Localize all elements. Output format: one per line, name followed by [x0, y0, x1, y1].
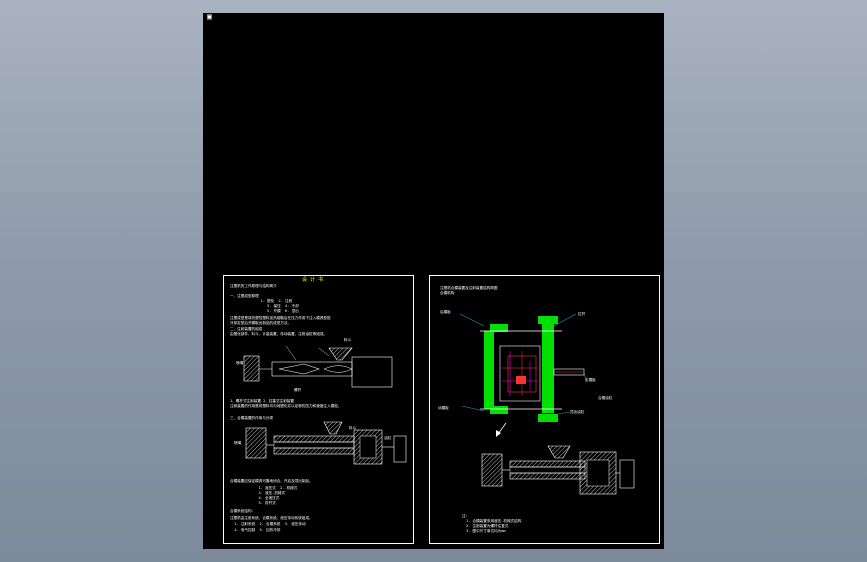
right-drawing-frame: 注塑机合模装置及注射装置结构简图 合模机构 拉杆 动模板 定模板 顶出油缸 后模… [429, 275, 660, 544]
text-line: 注塑机由注射系统、合模系统、液压传动系统组成。 [230, 516, 313, 520]
callout-label: 合模油缸 [598, 396, 613, 400]
text-line: 1、螺杆式注射装置 2、柱塞式注射装置 [230, 399, 294, 403]
text-line: 由塑化部件、料斗、计量装置、传动装置、注射油缸等组成。 [230, 332, 328, 336]
callout-label: 定模板 [585, 378, 596, 382]
callout-label: 动模板 [438, 406, 449, 410]
text-line: 一、注塑成型原理 [230, 294, 259, 298]
drawing-canvas[interactable]: ▣ 设 计 书 注塑机的工作原理与结构简介 一、注塑成型原理 1. 塑化 2. … [203, 13, 664, 549]
note-line: 1. 合模装置采用液压-机械式结构 [466, 519, 522, 523]
header-line: 合模机构 [440, 291, 455, 295]
text-line: 冷却定型后开模取出制品的成型方法。 [230, 321, 292, 325]
text-line: 1. 注射系统 2. 合模系统 3. 液压传动 [230, 522, 306, 526]
part-label: 螺杆 [294, 388, 302, 392]
text-line: 三、合模装置的作用与分类 [230, 416, 274, 420]
text-line: 1. 塑化 2. 注射 [254, 299, 293, 303]
text-line: 5. 开模 6. 顶出 [254, 309, 299, 313]
left-drawing-frame: 设 计 书 注塑机的工作原理与结构简介 一、注塑成型原理 1. 塑化 2. 注射… [223, 275, 414, 544]
callout-label: 顶出油缸 [570, 410, 585, 414]
text-line: 4. 电气控制 5. 加热冷却 [230, 528, 281, 532]
part-label: 料斗 [349, 426, 357, 430]
note-line: 3. 图中尺寸单位均为mm [466, 529, 506, 533]
text-line: 4. 全液压式 [252, 496, 280, 500]
header-line: 注塑机合模装置及注射装置结构简图 [440, 286, 498, 290]
text-line: 二、注射装置的组成 [230, 327, 263, 331]
ucs-icon: ▣ [207, 12, 212, 21]
injection-unit-diagrams [243, 345, 407, 465]
text-line: 1. 液压式 2. 机械式 [252, 486, 298, 490]
part-label: 料斗 [344, 338, 352, 342]
text-line: 3. 液压-机械式 [252, 491, 286, 495]
callout-label: 拉杆 [578, 312, 586, 316]
text-line: 5. 肘杆式 [252, 501, 276, 505]
part-label: 喷嘴 [236, 361, 244, 365]
part-label: 喷嘴 [234, 441, 242, 445]
note-line: 注： [462, 514, 470, 518]
text-line: 合模系统结构： [230, 509, 256, 513]
text-line: 合模装置应保证模具可靠地闭合、开启及顶出制品。 [230, 479, 313, 483]
text-line: 注塑成型是将热塑性塑料加热熔融后在压力作用下注入模具型腔 [230, 316, 331, 320]
text-line: 注射装置的作用是将塑料均匀地塑化并以足够的压力和速度注入模腔。 [230, 404, 342, 408]
callout-label: 后模板 [440, 310, 451, 314]
part-label: 油缸 [384, 436, 392, 440]
clamping-unit-diagram [459, 313, 635, 495]
text-line: 注塑机的工作原理与结构简介 [230, 284, 277, 288]
text-line: 3. 保压 4. 冷却 [254, 304, 299, 308]
note-line: 2. 注射装置为螺杆往复式 [466, 524, 509, 528]
left-title: 设 计 书 [302, 277, 324, 283]
